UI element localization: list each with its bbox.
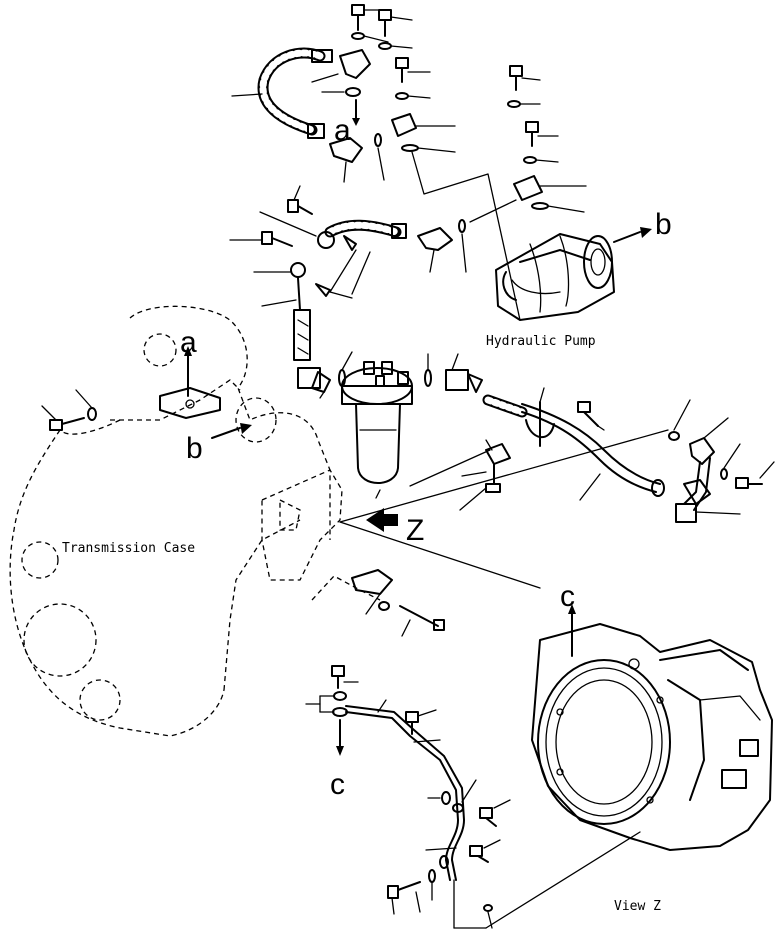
callout-c-bottom: c (330, 768, 345, 801)
filter (341, 361, 413, 499)
callout-b-right: b (655, 208, 672, 241)
label-view-z: View Z (614, 899, 661, 914)
label-transmission-case: Transmission Case (62, 541, 195, 556)
callout-c-right: c (560, 580, 575, 613)
center-clamp: Z (366, 439, 511, 547)
right-pipe (339, 387, 775, 589)
top-bolts-group (351, 4, 456, 153)
callout-a-left: a (180, 326, 197, 359)
middle-hose-assembly (229, 185, 483, 399)
view-z-housing: c View Z (531, 580, 773, 914)
bottom-pipe-assembly: c (305, 665, 641, 929)
transmission-case: a b Transmission Case (9, 305, 445, 737)
callout-z-arrow: Z (406, 514, 424, 547)
top-hose: a (231, 47, 385, 183)
callout-b-left: b (186, 432, 203, 465)
hydraulic-pump: b Hydraulic Pump (411, 65, 672, 349)
label-hydraulic-pump: Hydraulic Pump (486, 334, 596, 349)
